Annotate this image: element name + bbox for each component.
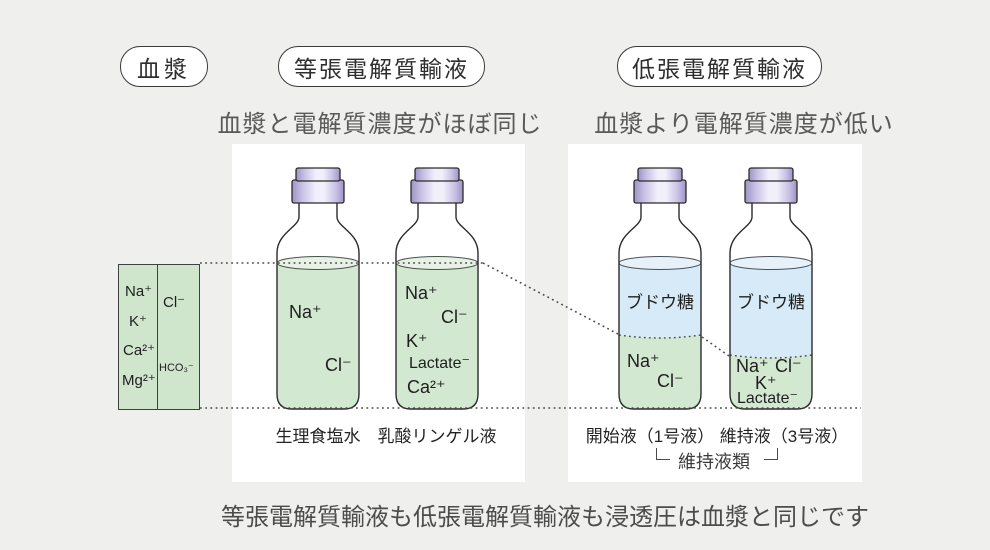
bottom-caption: 等張電解質輸液も低張電解質輸液も浸透圧は血漿と同じです xyxy=(221,504,869,531)
bottle-outline xyxy=(276,202,360,410)
layer-separator-dotted xyxy=(729,354,813,359)
bottle-maintenance-label: 維持液（3号液） xyxy=(719,427,849,446)
isotonic-tag: 等張電解質輸液 xyxy=(278,46,485,87)
ion-lactate: Lactate⁻ xyxy=(737,390,798,407)
liquid-electrolyte xyxy=(619,335,701,409)
maintenance-group-label: 維持液類 xyxy=(678,452,750,472)
bottle-maintenance-solution: ブドウ糖 Na⁺ Cl⁻ K⁺ Lactate⁻ xyxy=(728,167,814,411)
plasma-ion-ca: Ca²⁺ xyxy=(123,342,156,359)
liquid-surface xyxy=(618,256,702,270)
isotonic-tag-label: 等張電解質輸液 xyxy=(294,55,469,82)
layer-separator-dotted xyxy=(618,334,702,339)
bracket-left-corner xyxy=(656,448,670,460)
bottle-cap-lower xyxy=(744,179,798,204)
ion-na: Na⁺ xyxy=(405,283,438,303)
bottle-cap-lower xyxy=(633,179,687,204)
bottle-saline-svg xyxy=(276,167,360,410)
ion-cl: Cl⁻ xyxy=(775,356,802,376)
ion-na: Na⁺ xyxy=(627,351,660,371)
plasma-box-divider xyxy=(156,265,158,409)
liquid-glucose xyxy=(619,263,701,338)
plasma-tag-label: 血漿 xyxy=(137,55,191,82)
ion-na: Na⁺ xyxy=(289,302,322,322)
hypotonic-tag: 低張電解質輸液 xyxy=(617,46,822,87)
bottle-cap-lower xyxy=(291,179,345,204)
ion-na: Na⁺ xyxy=(736,356,769,376)
liquid-surface xyxy=(276,256,360,270)
liquid-surface xyxy=(729,256,813,270)
liquid-electrolyte xyxy=(730,355,812,409)
bottle-outline xyxy=(395,202,479,410)
isotonic-note: 血漿と電解質濃度がほぼ同じ xyxy=(217,111,543,138)
ion-ca: Ca²⁺ xyxy=(407,377,446,397)
plasma-tag: 血漿 xyxy=(120,46,208,87)
plasma-ion-na: Na⁺ xyxy=(125,283,153,300)
bottle-outline xyxy=(729,202,813,410)
bottle-ringer-label: 乳酸リンゲル液 xyxy=(377,427,497,446)
bottle-maintenance-svg xyxy=(729,167,813,410)
liquid-surface xyxy=(395,256,479,270)
bottle-cap-lower xyxy=(410,179,464,204)
glucose-label: ブドウ糖 xyxy=(626,293,694,312)
bottle-start-solution: ブドウ糖 Na⁺ Cl⁻ xyxy=(617,167,703,411)
plasma-ion-mg: Mg²⁺ xyxy=(122,372,156,389)
plasma-ion-hco3: HCO₃⁻ xyxy=(159,362,194,374)
bottle-cap-top xyxy=(748,167,794,182)
bottle-start-svg xyxy=(618,167,702,410)
ion-cl: Cl⁻ xyxy=(441,307,468,327)
liquid-saline xyxy=(277,263,359,409)
liquid-glucose xyxy=(730,263,812,358)
ion-k: K⁺ xyxy=(755,373,777,393)
glucose-label: ブドウ糖 xyxy=(737,293,805,312)
bottle-start-label: 開始液（1号液） xyxy=(585,427,715,446)
bottle-outline xyxy=(618,202,702,410)
ion-k: K⁺ xyxy=(406,331,428,351)
hypotonic-note: 血漿より電解質濃度が低い xyxy=(594,111,894,138)
bottle-cap-top xyxy=(295,167,341,182)
bottle-saline: Na⁺ Cl⁻ xyxy=(275,167,361,411)
plasma-ion-cl: Cl⁻ xyxy=(163,294,186,311)
hypotonic-tag-label: 低張電解質輸液 xyxy=(632,55,807,82)
plasma-composition-box: Na⁺ K⁺ Ca²⁺ Mg²⁺ Cl⁻ HCO₃⁻ xyxy=(118,264,200,410)
liquid-ringer xyxy=(396,263,478,409)
plasma-ion-k: K⁺ xyxy=(129,313,147,330)
bracket-right-corner xyxy=(764,448,778,460)
ion-lactate: Lactate⁻ xyxy=(409,355,470,372)
bottle-ringer: Na⁺ Cl⁻ K⁺ Lactate⁻ Ca²⁺ xyxy=(394,167,480,411)
bottle-saline-label: 生理食塩水 xyxy=(275,427,361,446)
ion-cl: Cl⁻ xyxy=(325,355,352,375)
ion-cl: Cl⁻ xyxy=(657,371,684,391)
bottle-cap-top xyxy=(414,167,460,182)
bottle-cap-top xyxy=(637,167,683,182)
